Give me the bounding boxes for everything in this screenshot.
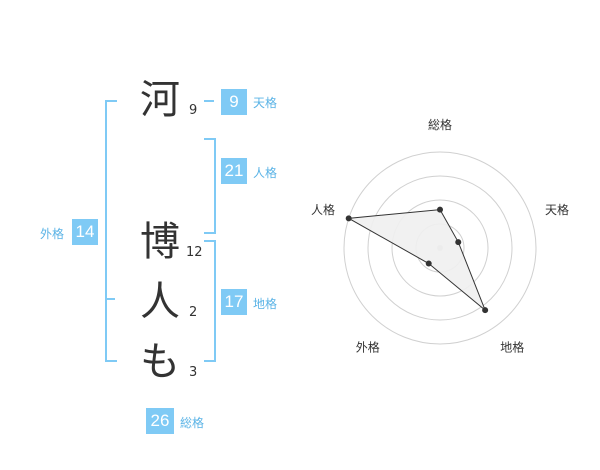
chikaku-bracket — [204, 240, 216, 362]
tenkaku-value: 9 — [221, 89, 247, 115]
name-char-1: 河 — [140, 77, 180, 123]
chikaku-value: 17 — [221, 289, 247, 315]
radar-point-1 — [437, 206, 443, 213]
radar-point-3 — [482, 307, 489, 314]
radar-axis-label-4: 外格 — [356, 340, 380, 355]
radar-grid-ring — [391, 199, 489, 297]
radar-point-4 — [425, 260, 432, 267]
radar-axis-label-5: 人格 — [311, 202, 335, 217]
radar-axis-label-2: 天格 — [545, 202, 569, 217]
gaikaku-bracket-mid — [105, 298, 115, 300]
name-char-3: 人 — [140, 279, 180, 325]
tenkaku-label: 天格 — [253, 96, 278, 110]
name-char-2: 博 — [140, 219, 180, 265]
gaikaku-value: 14 — [72, 219, 98, 245]
stroke-count-2: 12 — [186, 245, 203, 260]
tenkaku-bracket — [204, 100, 214, 102]
radar-point-5 — [345, 215, 352, 222]
stroke-count-3: 2 — [189, 305, 198, 320]
radar-point-2 — [455, 239, 462, 246]
gaikaku-bracket — [105, 100, 117, 362]
gaikaku-label: 外格 — [40, 227, 65, 241]
soukaku-value: 26 — [146, 408, 174, 434]
jinkaku-bracket — [204, 138, 216, 234]
radar-axis-label-3: 地格 — [500, 340, 524, 355]
stroke-count-4: 3 — [189, 365, 198, 380]
stroke-count-1: 9 — [189, 103, 198, 118]
radar-grid-ring — [343, 151, 537, 345]
radar-grid-ring — [367, 175, 513, 321]
radar-axis-label-1: 総格 — [428, 117, 452, 132]
jinkaku-value: 21 — [221, 158, 247, 184]
soukaku-label: 総格 — [180, 416, 205, 430]
radar-series-polygon — [347, 209, 486, 311]
jinkaku-label: 人格 — [253, 166, 278, 180]
chikaku-label: 地格 — [253, 297, 278, 311]
name-char-4: も — [140, 339, 180, 385]
